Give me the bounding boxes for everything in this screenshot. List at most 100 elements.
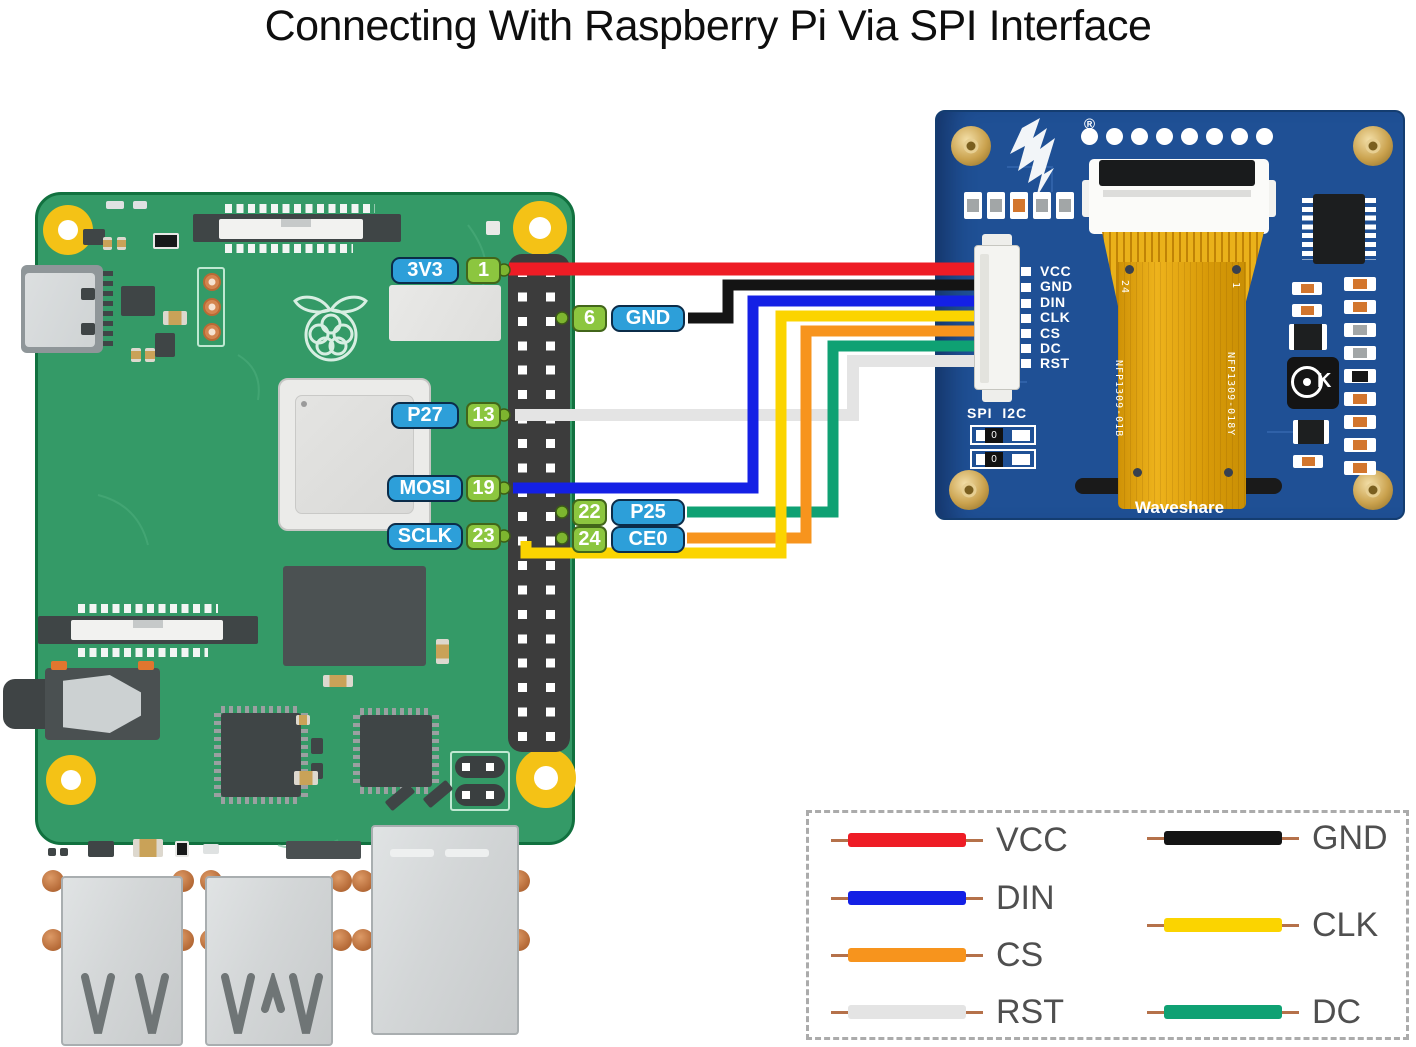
page-title: Connecting With Raspberry Pi Via SPI Int… bbox=[264, 2, 1152, 50]
resistor bbox=[1292, 304, 1322, 317]
mount-hole bbox=[513, 201, 567, 255]
usb-contact-marks bbox=[221, 973, 323, 1034]
sot-transistor bbox=[1293, 420, 1329, 444]
brand-label: Waveshare bbox=[1134, 498, 1225, 517]
wire-lead bbox=[966, 953, 983, 957]
legend-item-din: DIN bbox=[831, 878, 1055, 918]
inductor-ring bbox=[1291, 366, 1323, 398]
flex-hole bbox=[1224, 468, 1233, 477]
display-connector-slot bbox=[71, 620, 223, 640]
wire-lead bbox=[966, 838, 983, 842]
wire-lead bbox=[1147, 923, 1164, 927]
ethernet-slot bbox=[445, 849, 489, 857]
interface-select-labels: SPI I2C bbox=[967, 405, 1027, 421]
qfp-pins bbox=[353, 715, 360, 787]
through-hole-pad bbox=[203, 298, 221, 316]
jst-latch bbox=[982, 388, 1012, 402]
solder-pad bbox=[51, 661, 67, 670]
jumper-header-2x2 bbox=[450, 751, 510, 811]
jumper-pad bbox=[1012, 454, 1030, 465]
flex-hole bbox=[1125, 265, 1134, 274]
callout-pin-6: 6 bbox=[572, 305, 607, 332]
callout-pin-1: 1 bbox=[466, 257, 501, 284]
jst-connector bbox=[974, 245, 1020, 390]
header-pin bbox=[486, 763, 494, 771]
callout-sclk: SCLK bbox=[387, 523, 463, 550]
gpio-pins-right bbox=[546, 268, 555, 749]
legend-item-vcc: VCC bbox=[831, 820, 1068, 860]
smd-component bbox=[83, 229, 105, 245]
resistor bbox=[1056, 192, 1074, 219]
qfp-pins bbox=[301, 713, 308, 797]
wire-color-legend bbox=[806, 810, 1409, 1040]
jst-latch bbox=[982, 234, 1012, 248]
camera-connector-slot bbox=[219, 219, 363, 239]
ic-pins bbox=[1302, 198, 1313, 260]
jumper-header-row bbox=[455, 784, 505, 806]
legend-item-gnd: GND bbox=[1147, 818, 1388, 858]
qfp-pins bbox=[360, 708, 432, 715]
smd-component bbox=[48, 848, 56, 856]
jst-pin bbox=[1021, 329, 1031, 338]
ethernet-port bbox=[371, 825, 519, 1035]
flex-cable bbox=[1118, 262, 1246, 509]
sot-transistor bbox=[1289, 324, 1327, 350]
wire-lead bbox=[1147, 1010, 1164, 1014]
pin-label-clk: CLK bbox=[1040, 309, 1071, 326]
jst-pin bbox=[1021, 299, 1031, 308]
smd-component bbox=[486, 221, 500, 235]
legend-label: DC bbox=[1312, 992, 1362, 1031]
pin-dot bbox=[555, 531, 569, 545]
flex-hole bbox=[1232, 265, 1241, 274]
legend-swatch-rst bbox=[848, 1005, 966, 1019]
flex-pin24-marking: 24 bbox=[1119, 280, 1130, 295]
resistor bbox=[1344, 277, 1376, 291]
legend-label: RST bbox=[996, 992, 1064, 1031]
usb-contact-marks bbox=[81, 973, 169, 1034]
capacitor bbox=[133, 839, 163, 857]
callout-p27: P27 bbox=[391, 402, 459, 429]
raspberry-pi-board bbox=[3, 192, 576, 1046]
resistor bbox=[1293, 455, 1323, 468]
display-connector-pins bbox=[78, 648, 208, 657]
pin-label-din: DIN bbox=[1040, 293, 1066, 310]
soc-pin1-dot bbox=[301, 401, 307, 407]
solder-pad bbox=[138, 661, 154, 670]
legend-item-cs: CS bbox=[831, 935, 1043, 975]
qfp-pins bbox=[432, 715, 439, 787]
inductor: K bbox=[1287, 357, 1339, 409]
smd-component bbox=[106, 201, 124, 209]
flex-hole bbox=[1133, 468, 1142, 477]
capacitor bbox=[436, 639, 449, 664]
resistor bbox=[1033, 192, 1051, 219]
jumper-pad bbox=[1012, 430, 1030, 441]
jst-pin bbox=[1021, 344, 1031, 353]
callout-pin-24: 24 bbox=[572, 526, 607, 553]
pin-label-cs: CS bbox=[1040, 324, 1061, 341]
qfp-chip bbox=[360, 715, 432, 787]
legend-label: CS bbox=[996, 935, 1044, 974]
legend-label: VCC bbox=[996, 820, 1068, 859]
usb-port bbox=[61, 876, 183, 1046]
wire-lead bbox=[966, 1010, 983, 1014]
callout-3v3: 3V3 bbox=[391, 257, 459, 284]
ethernet-slot bbox=[390, 849, 434, 857]
pcb-hole bbox=[1131, 128, 1148, 145]
wire-lead bbox=[1147, 836, 1164, 840]
gpio-pins-left bbox=[518, 268, 527, 749]
mount-hole bbox=[516, 748, 576, 808]
camera-connector-pins bbox=[225, 244, 353, 253]
oled-module-board: ® 24 1 NFP1309-01B NFP1309-018Y Waveshar… bbox=[935, 110, 1405, 520]
zero-ohm-resistor: 0 bbox=[985, 428, 1003, 443]
smd-component bbox=[60, 848, 68, 856]
resistor bbox=[1344, 323, 1376, 337]
qfp-pins bbox=[221, 797, 301, 804]
wire-dc bbox=[687, 340, 974, 518]
jumper-value: 0 bbox=[991, 454, 997, 465]
header-pin bbox=[462, 791, 470, 799]
camera-connector-tab bbox=[281, 219, 311, 227]
legend-swatch-gnd bbox=[1164, 831, 1282, 845]
legend-swatch-din bbox=[848, 891, 966, 905]
smd-component bbox=[88, 841, 114, 857]
capacitor bbox=[294, 771, 318, 785]
